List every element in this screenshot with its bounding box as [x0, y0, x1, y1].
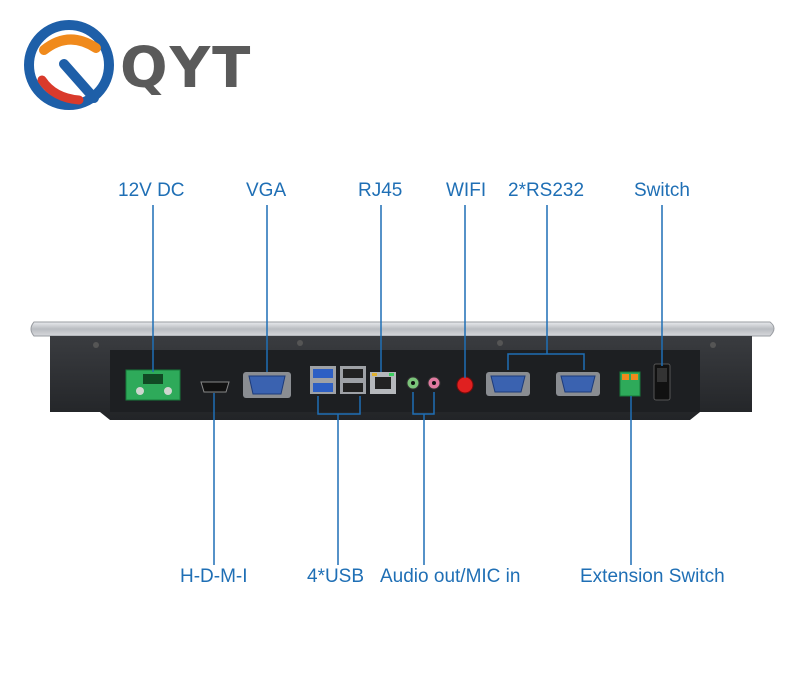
- io-panel: [110, 350, 700, 412]
- label-hdmi: H-D-M-I: [180, 566, 248, 587]
- rj45-port-icon: [370, 372, 396, 394]
- brand-name: QYT: [120, 36, 253, 101]
- usb-ports-icon: [310, 366, 366, 394]
- extension-switch-terminal-icon: [619, 371, 641, 397]
- leader-lines: [152, 205, 663, 565]
- label-rs232: 2*RS232: [508, 180, 585, 201]
- label-wifi: WIFI: [446, 180, 487, 201]
- dc-terminal-icon: [125, 369, 181, 401]
- label-12v-dc: 12V DC: [118, 180, 185, 201]
- label-vga: VGA: [246, 180, 287, 201]
- label-rj45: RJ45: [358, 180, 403, 201]
- label-switch: Switch: [634, 180, 690, 201]
- brand-logo: QYT: [24, 20, 324, 110]
- rs232-port-1-icon: [486, 372, 530, 396]
- rs232-port-2-icon: [556, 372, 600, 396]
- screw-icon: [710, 342, 716, 348]
- power-switch-icon: [653, 363, 671, 401]
- vga-port-icon: [243, 372, 291, 398]
- screw-icon: [297, 340, 303, 346]
- hdmi-port-icon: [200, 381, 230, 393]
- screw-icon: [93, 342, 99, 348]
- label-4-usb: 4*USB: [307, 566, 365, 587]
- screw-icon: [497, 340, 503, 346]
- label-extension-switch: Extension Switch: [580, 566, 725, 587]
- wifi-antenna-icon: [456, 376, 474, 394]
- label-audio-mic: Audio out/MIC in: [380, 566, 521, 587]
- front-bezel: [30, 321, 775, 337]
- qyt-logo-icon: [24, 20, 114, 110]
